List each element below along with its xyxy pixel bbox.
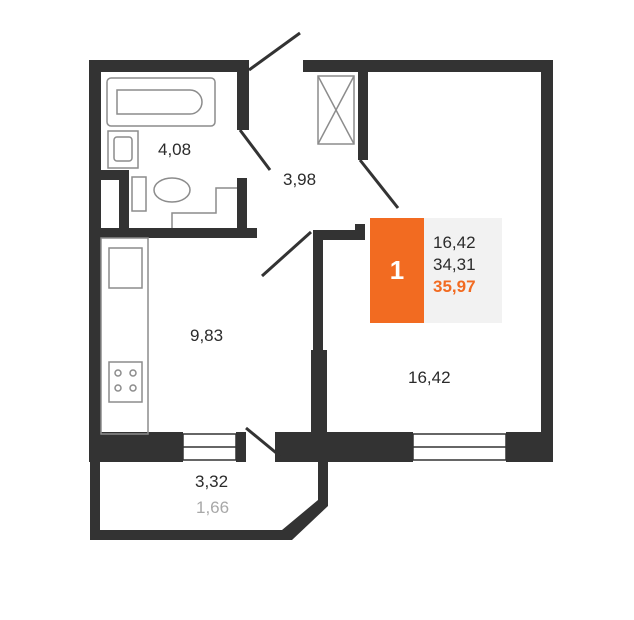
area-summary-values: 16,42 34,31 35,97 (433, 232, 476, 298)
balcony-reduced-area-label: 1,66 (196, 498, 230, 517)
fixtures (100, 75, 355, 435)
kitchen-area-label: 9,83 (190, 326, 224, 345)
area-summary-box: 1 16,42 34,31 35,97 (370, 218, 502, 323)
total-with-balcony-value: 35,97 (433, 277, 476, 296)
total-area-value: 34,31 (433, 255, 476, 274)
living-room-area-label: 16,42 (408, 368, 451, 387)
bathroom-area-label: 4,08 (158, 140, 192, 159)
hallway-area-label: 3,98 (283, 170, 317, 189)
rooms-count-badge: 1 (370, 218, 424, 323)
living-area-value: 16,42 (433, 233, 476, 252)
balcony-area-label: 3,32 (195, 472, 229, 491)
doors (238, 31, 400, 458)
walls (89, 60, 553, 540)
windows (182, 433, 507, 461)
